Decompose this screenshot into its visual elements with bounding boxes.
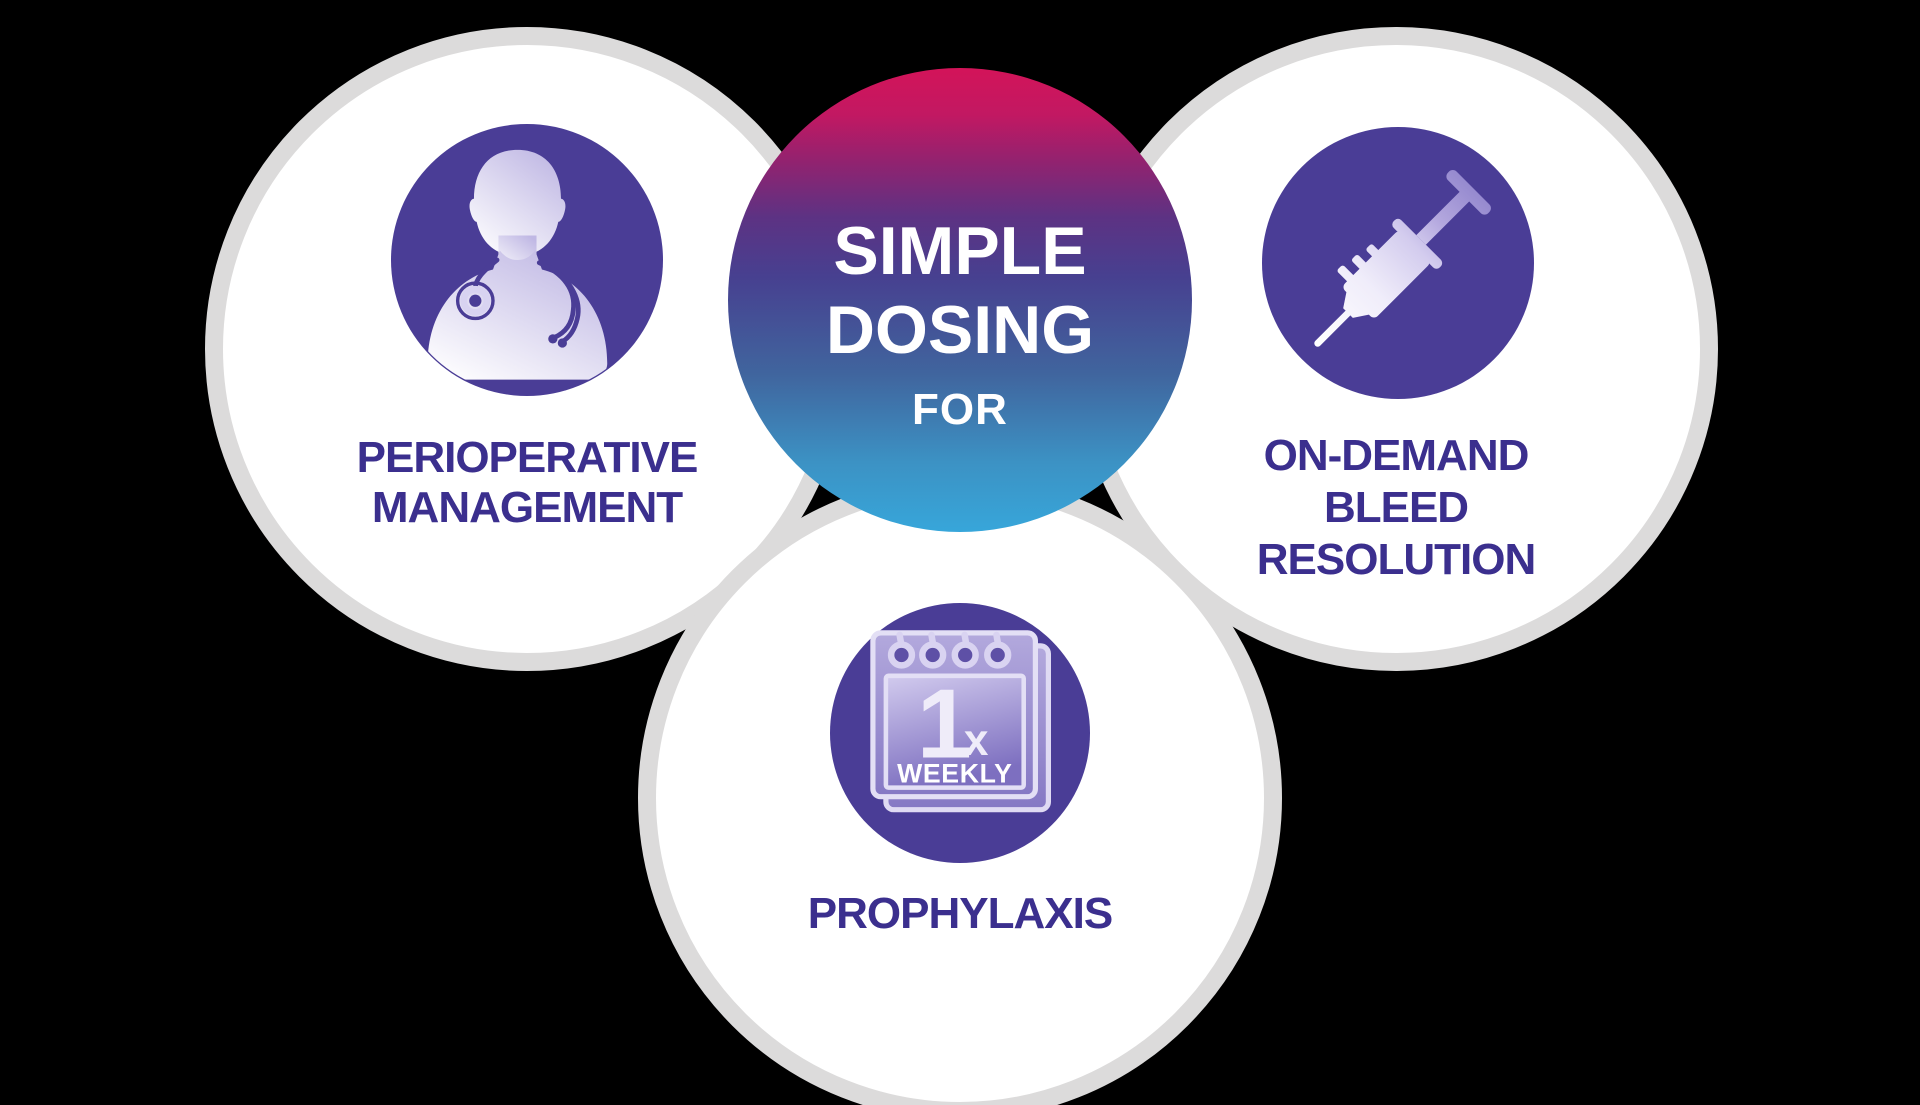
- calendar-period-text: WEEKLY: [897, 758, 1012, 788]
- on-demand-label-line2: BLEED: [1323, 483, 1469, 532]
- on-demand-label-line3: RESOLUTION: [1256, 535, 1536, 584]
- center-title-line3: FOR: [912, 385, 1008, 434]
- calendar-multiplier-text: x: [964, 716, 989, 765]
- calendar-icon: 1 x WEEKLY: [830, 603, 1090, 863]
- calendar-count-text: 1: [917, 669, 972, 779]
- prophylaxis-label: PROPHYLAXIS: [638, 889, 1282, 939]
- on-demand-label-line1: ON-DEMAND: [1263, 431, 1530, 480]
- perioperative-label-line1: PERIOPERATIVE: [356, 433, 699, 482]
- prophylaxis-label-line1: PROPHYLAXIS: [807, 889, 1113, 938]
- center-title: SIMPLE DOSING FOR: [728, 212, 1192, 436]
- center-title-line2: DOSING: [825, 292, 1095, 368]
- perioperative-label: PERIOPERATIVE MANAGEMENT: [205, 433, 849, 533]
- on-demand-label: ON-DEMAND BLEED RESOLUTION: [1074, 430, 1718, 586]
- perioperative-label-line2: MANAGEMENT: [371, 483, 683, 532]
- syringe-icon: [1262, 127, 1534, 399]
- doctor-icon: [391, 124, 663, 396]
- center-gradient-circle: [728, 68, 1192, 532]
- center-title-line1: SIMPLE: [833, 213, 1087, 289]
